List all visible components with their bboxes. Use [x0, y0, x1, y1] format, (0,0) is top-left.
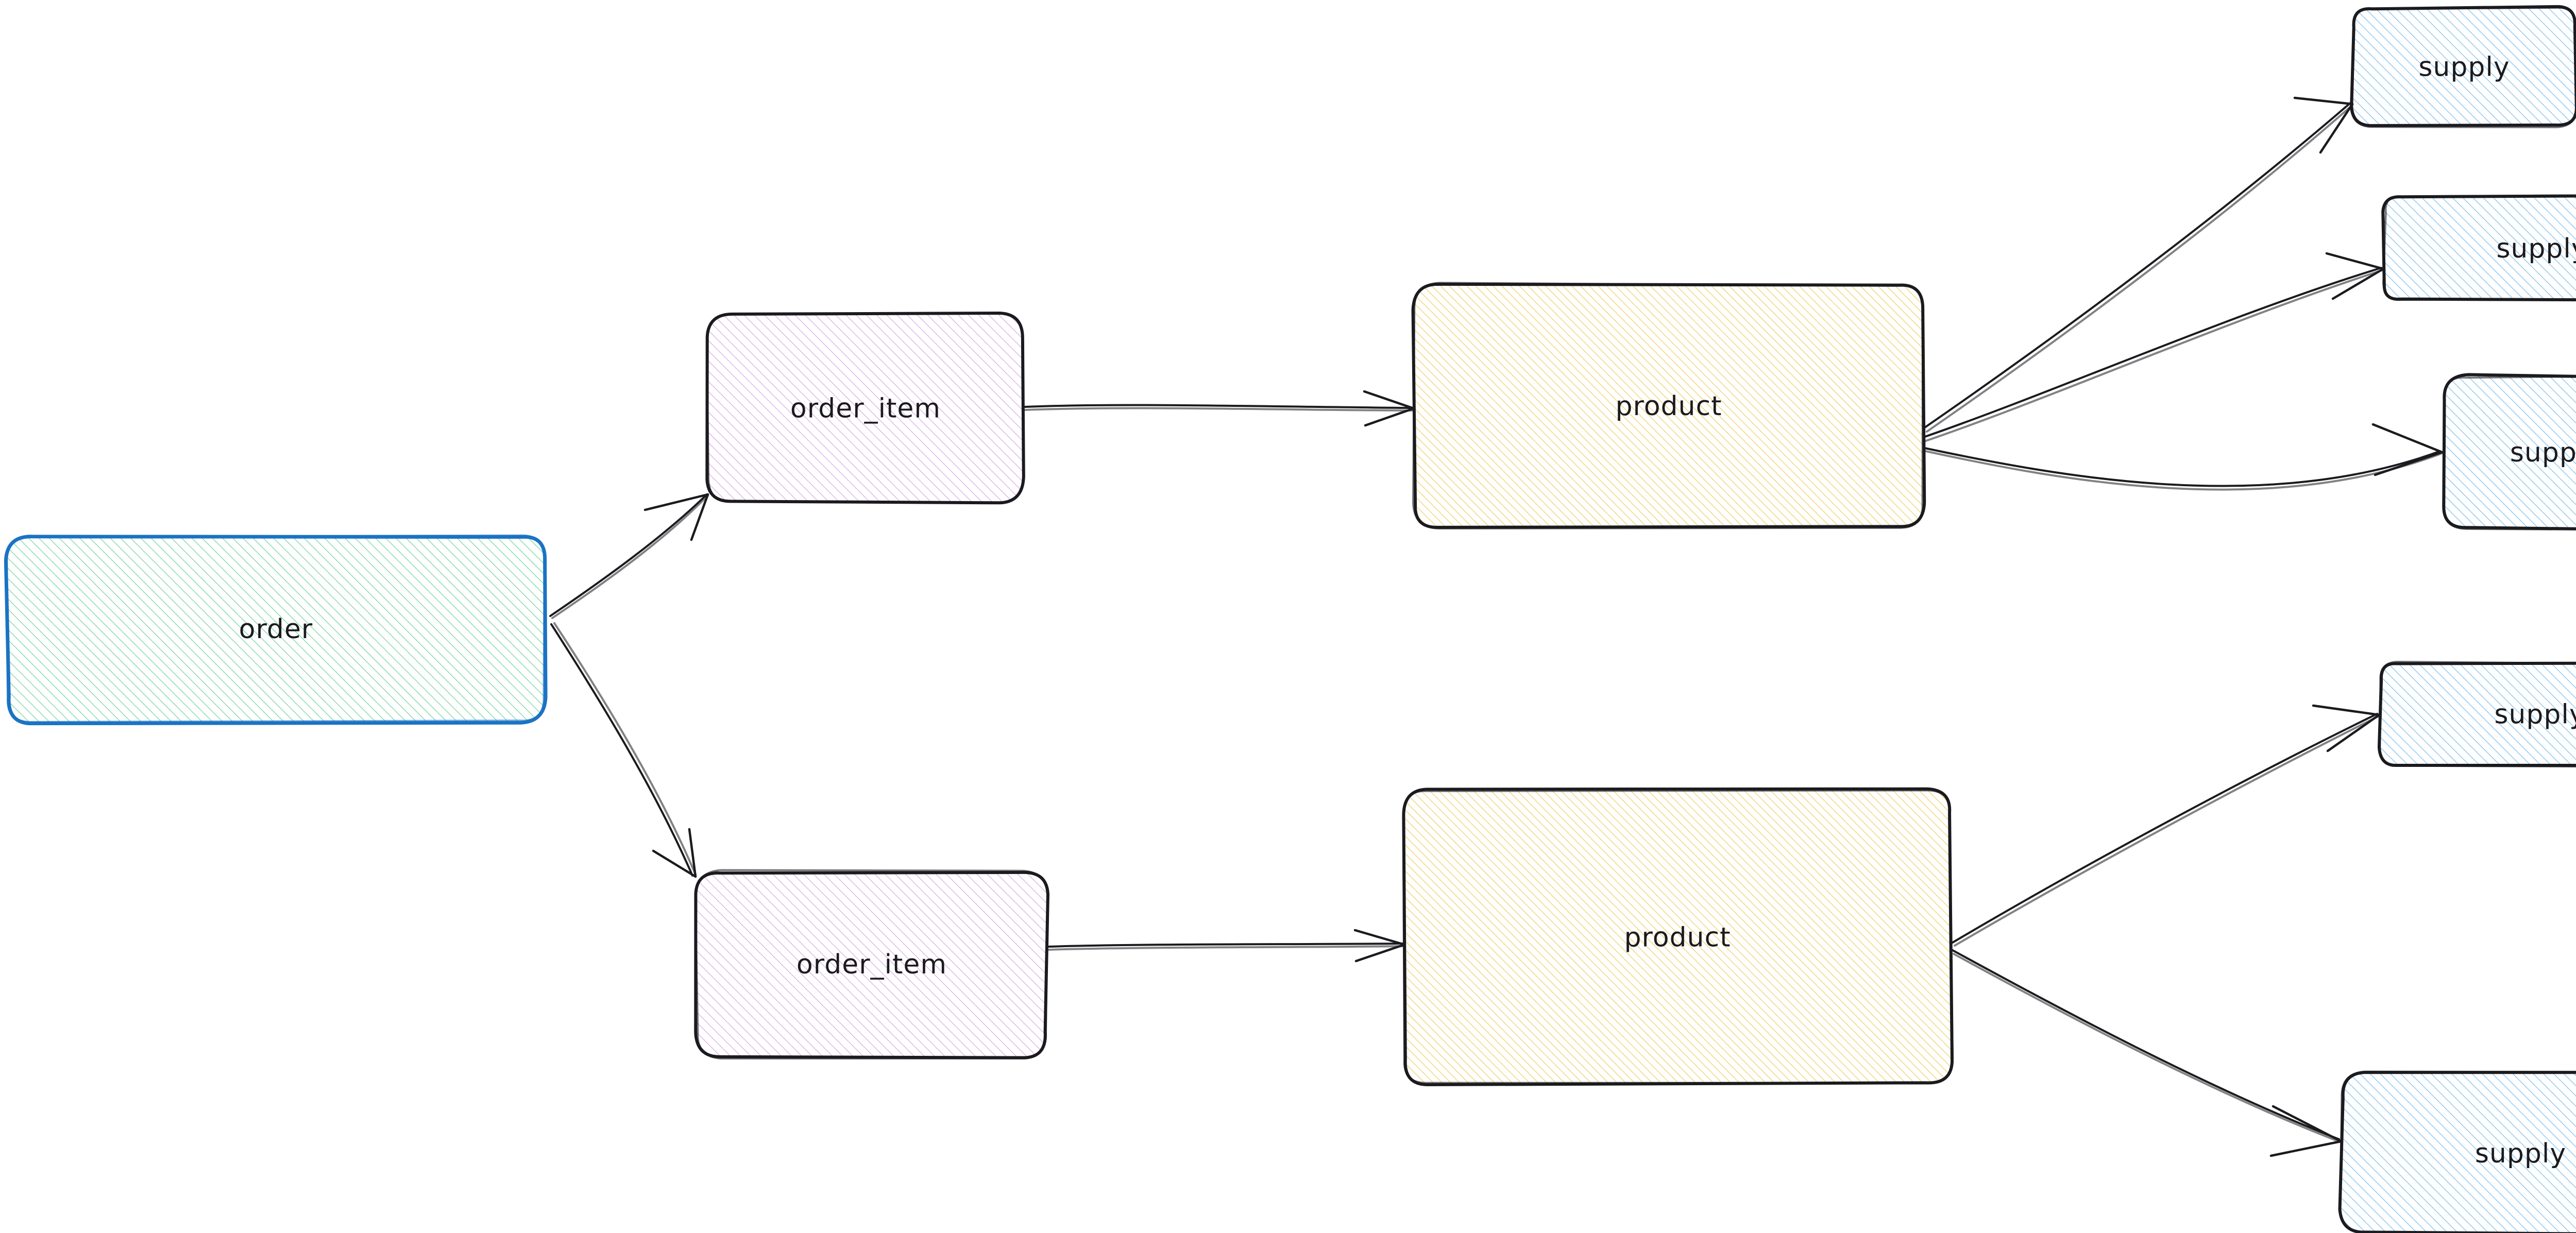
node-label-supply_4: supply	[2494, 699, 2576, 730]
node-outline	[2350, 7, 2576, 128]
edges-layer	[549, 96, 2444, 1157]
edge-product-2-to-supply-4[interactable]	[1952, 704, 2381, 947]
node-outline	[2381, 194, 2576, 302]
node-supply_3[interactable]: supply	[2442, 373, 2576, 530]
node-label-supply_2: supply	[2496, 233, 2576, 264]
node-label-supply_3: supply	[2510, 437, 2576, 468]
node-outline	[2340, 1070, 2576, 1233]
node-fill	[2383, 196, 2576, 300]
node-fill	[1413, 284, 1925, 527]
node-fill	[2444, 374, 2576, 529]
node-fill	[1403, 789, 1952, 1085]
node-order[interactable]: order	[4, 534, 548, 726]
edge-product-1-to-supply-3[interactable]	[1924, 423, 2444, 491]
node-order_item_1[interactable]: order_item	[705, 312, 1025, 505]
nodes-layer: orderorder_itemorder_itemproductproducts…	[4, 5, 2576, 1233]
node-supply_1[interactable]: supply	[2350, 5, 2576, 128]
node-outline	[2442, 375, 2576, 530]
node-fill	[6, 536, 546, 724]
edge-order-item-2-to-product-2[interactable]	[1048, 929, 1406, 963]
node-product_2[interactable]: product	[1402, 787, 1954, 1087]
node-label-supply_1: supply	[2418, 52, 2510, 83]
edge-product-1-to-supply-2[interactable]	[1924, 252, 2385, 442]
node-supply_4[interactable]: supply	[2377, 661, 2576, 768]
node-fill	[707, 313, 1024, 503]
node-outline	[6, 534, 546, 724]
node-fill	[2351, 6, 2576, 126]
node-label-order_item_2: order_item	[796, 949, 947, 980]
node-supply_5[interactable]: supply	[2338, 1070, 2576, 1233]
node-supply_2[interactable]: supply	[2381, 194, 2576, 302]
node-label-order_item_1: order_item	[790, 393, 941, 424]
node-outline	[2382, 194, 2576, 301]
node-outline	[1402, 789, 1954, 1084]
node-fill	[2379, 663, 2576, 766]
node-label-supply_5: supply	[2475, 1138, 2566, 1169]
edge-order-item-1-to-product-1[interactable]	[1023, 390, 1415, 427]
edge-product-1-to-supply-1[interactable]	[1924, 96, 2354, 433]
node-outline	[694, 869, 1048, 1060]
node-fill	[696, 872, 1048, 1058]
node-product_1[interactable]: product	[1411, 282, 1926, 530]
edge-product-2-to-supply-5[interactable]	[1952, 949, 2343, 1157]
node-label-product_2: product	[1624, 922, 1731, 953]
node-order_item_2[interactable]: order_item	[694, 869, 1049, 1060]
node-outline	[1412, 282, 1924, 530]
node-outline	[706, 312, 1025, 504]
edge-order-to-order-item-1[interactable]	[549, 493, 709, 619]
node-label-order: order	[239, 614, 313, 645]
node-outline	[2338, 1071, 2576, 1233]
node-label-product_1: product	[1615, 391, 1722, 422]
node-outline	[2379, 661, 2576, 768]
edge-order-to-order-item-2[interactable]	[550, 622, 697, 878]
node-fill	[2340, 1072, 2576, 1233]
